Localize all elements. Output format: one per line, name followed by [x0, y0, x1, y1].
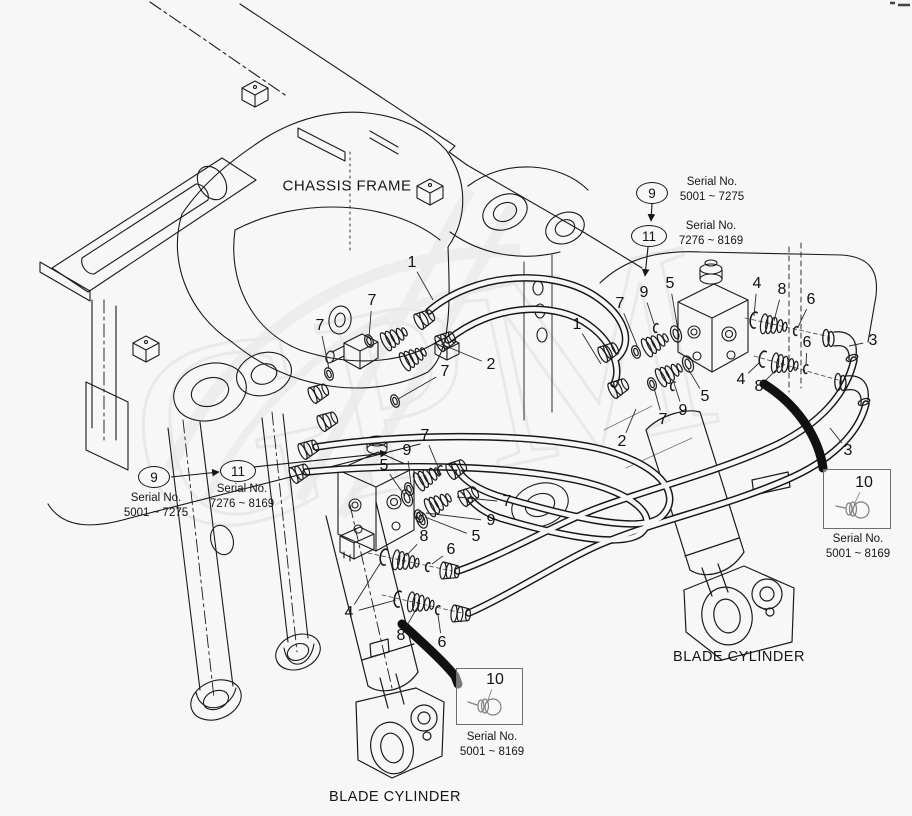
callout-6: 6 — [806, 291, 816, 308]
callout-5: 5 — [471, 528, 481, 545]
callout-8: 8 — [419, 528, 429, 545]
callout-9: 9 — [402, 442, 412, 459]
callout-5: 5 — [700, 388, 710, 405]
serial-note-top-right-11: Serial No.7276 ~ 8169 — [678, 220, 744, 247]
circled-callout-9: 9 — [138, 466, 170, 488]
callout-4: 4 — [344, 604, 354, 621]
callout-7: 7 — [440, 363, 450, 380]
callout-6: 6 — [446, 541, 456, 558]
callout-9: 9 — [678, 402, 688, 419]
callout-3: 3 — [868, 332, 878, 349]
callout-7: 7 — [658, 411, 668, 428]
blade-cylinder-label-right: BLADE CYLINDER — [673, 649, 805, 665]
callout-4: 4 — [736, 371, 746, 388]
callout-8: 8 — [754, 378, 764, 395]
callout-1: 1 — [407, 254, 417, 271]
callout-7: 7 — [615, 295, 625, 312]
callout-4: 4 — [752, 275, 762, 292]
cropped-corner-mark — [890, 1, 910, 7]
serial-note-inset-bottom: Serial No.5001 ~ 8169 — [459, 731, 525, 758]
callout-7: 7 — [420, 427, 430, 444]
serial-note-top-right-9: Serial No.5001 ~ 7275 — [679, 176, 745, 203]
callout-5: 5 — [379, 457, 389, 474]
callout-2: 2 — [617, 433, 627, 450]
callout-9: 9 — [486, 512, 496, 529]
callout-7: 7 — [367, 292, 377, 309]
blade-cylinder-label-bottom: BLADE CYLINDER — [329, 789, 461, 805]
callout-7: 7 — [502, 493, 512, 510]
serial-note-left-11: Serial No.7276 ~ 8169 — [209, 483, 275, 510]
callout-6: 6 — [437, 634, 447, 651]
serial-note-inset-right: Serial No.5001 ~ 8169 — [825, 533, 891, 560]
chassis-frame-label: CHASSIS FRAME — [282, 177, 412, 195]
callout-8: 8 — [396, 627, 406, 644]
callout-2: 2 — [486, 356, 496, 373]
circled-callout-11: 11 — [220, 460, 256, 482]
callout-10: 10 — [855, 474, 873, 491]
callout-1: 1 — [572, 316, 582, 333]
callout-7: 7 — [315, 317, 325, 334]
inset-box-plug-bottom — [456, 668, 523, 725]
inset-box-plug-right — [823, 469, 891, 529]
circled-callout-11: 11 — [631, 225, 667, 247]
serial-note-left-9: Serial No.5001 ~ 7275 — [123, 492, 189, 519]
callout-6: 6 — [802, 334, 812, 351]
callout-3: 3 — [843, 442, 853, 459]
callout-8: 8 — [777, 281, 787, 298]
callout-9: 9 — [639, 284, 649, 301]
callout-5: 5 — [665, 275, 675, 292]
circled-callout-9: 9 — [636, 182, 668, 204]
callout-10: 10 — [486, 671, 504, 688]
